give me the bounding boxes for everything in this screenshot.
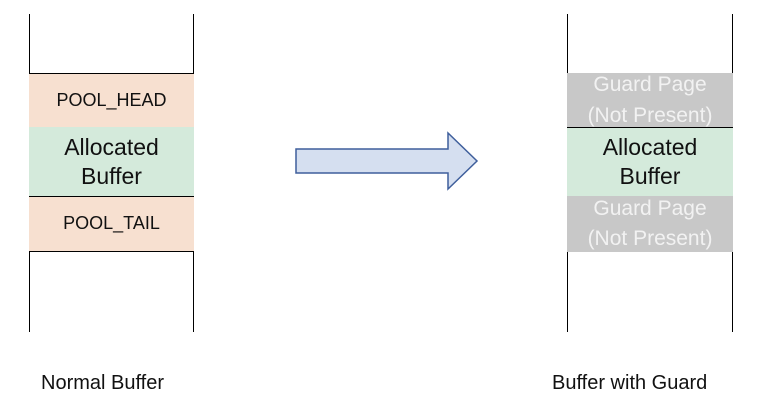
normal-allocated-label-line2: Buffer xyxy=(81,163,142,189)
bottom-guard-label-line2: (Not Present) xyxy=(587,227,713,250)
normal-allocated-block: Allocated Buffer xyxy=(29,127,194,197)
guarded-allocated-block: Allocated Buffer xyxy=(567,127,733,197)
pool-tail-block: POOL_TAIL xyxy=(29,196,194,252)
pool-head-label: POOL_HEAD xyxy=(56,89,167,110)
guarded-buffer-caption: Buffer with Guard xyxy=(552,372,708,394)
bottom-guard-label-line1: Guard Page xyxy=(593,196,707,220)
transform-arrow-icon xyxy=(295,131,479,191)
top-guard-label-line1: Guard Page xyxy=(593,73,707,97)
bottom-guard-page-block: Guard Page (Not Present) xyxy=(567,196,733,252)
guarded-allocated-label-line2: Buffer xyxy=(619,163,681,189)
pool-tail-label: POOL_TAIL xyxy=(63,213,160,234)
arrow-shape xyxy=(295,131,479,191)
top-guard-page-block: Guard Page (Not Present) xyxy=(567,73,733,128)
normal-allocated-label-line1: Allocated xyxy=(64,134,159,161)
guarded-allocated-label-line1: Allocated xyxy=(602,134,698,161)
normal-buffer-caption: Normal Buffer xyxy=(41,372,165,394)
top-guard-label-line2: (Not Present) xyxy=(587,103,713,127)
pool-head-block: POOL_HEAD xyxy=(29,73,194,128)
